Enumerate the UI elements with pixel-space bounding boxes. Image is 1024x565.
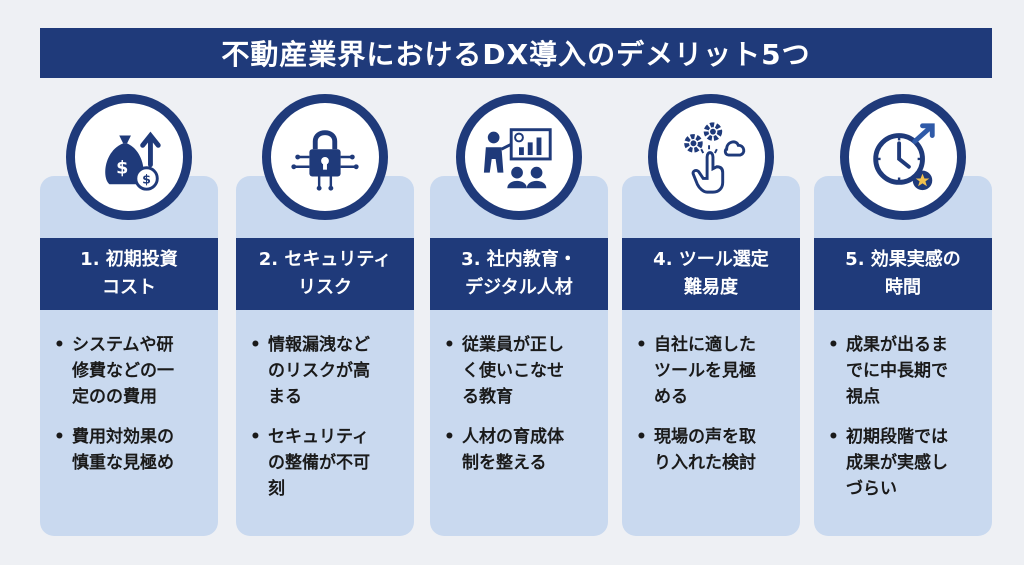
svg-text:$: $ [116,159,128,179]
card-label-line: デジタル人材 [465,277,573,298]
card-2 [236,176,414,536]
list-item: • 初期段階では成果が実感しづらい [828,424,980,502]
page-title: 不動産業界におけるDX導入のデメリット5つ [40,28,992,78]
money-bag-growth-icon: $ $ [66,94,192,220]
security-lock-icon [262,94,388,220]
card-label-line: リスク [298,277,352,298]
list-item: • 現場の声を取り入れた検討 [636,424,788,476]
card-label-2: 2. セキュリティ リスク [236,238,414,310]
card-label-line: コスト [102,277,156,298]
card-bullets-2: • 情報漏洩などのリスクが高まる • セキュリティの整備が不可刻 [236,332,414,516]
clock-growth-icon [840,94,966,220]
card-label-3: 3. 社内教育・ デジタル人材 [430,238,608,310]
card-bullets-1: • システムや研修費などの一定のの費用 • 費用対効果の慎重な見極め [40,332,218,490]
bullet-marker: • [250,427,261,447]
card-label-4: 4. ツール選定 難易度 [622,238,800,310]
card-label-line: 4. ツール選定 [653,249,769,270]
list-item: • 人材の育成体制を整える [444,424,596,476]
list-item: • 費用対効果の慎重な見極め [54,424,206,476]
card-bullets-5: • 成果が出るまでに中長期で視点 • 初期段階では成果が実感しづらい [814,332,992,516]
bullet-marker: • [250,335,261,355]
list-item: • 情報漏洩などのリスクが高まる [250,332,402,410]
card-label-5: 5. 効果実感の 時間 [814,238,992,310]
bullet-marker: • [444,427,455,447]
card-label-line: 1. 初期投資 [80,249,178,270]
card-bullets-4: • 自社に適したツールを見極める • 現場の声を取り入れた検討 [622,332,800,490]
list-item: • 自社に適したツールを見極める [636,332,788,410]
list-item: • 従業員が正しく使いこなせる教育 [444,332,596,410]
card-5 [814,176,992,536]
bullet-marker: • [828,427,839,447]
card-label-line: 時間 [885,277,921,298]
bullet-marker: • [54,427,65,447]
list-item: • システムや研修費などの一定のの費用 [54,332,206,410]
card-1 [40,176,218,536]
list-item: • 成果が出るまでに中長期で視点 [828,332,980,410]
card-4 [622,176,800,536]
bullet-marker: • [54,335,65,355]
list-item: • セキュリティの整備が不可刻 [250,424,402,502]
tool-selection-icon [648,94,774,220]
svg-text:$: $ [142,171,151,186]
card-label-line: 3. 社内教育・ [461,249,577,270]
bullet-marker: • [444,335,455,355]
card-label-line: 2. セキュリティ [258,249,392,270]
bullet-marker: • [828,335,839,355]
card-label-line: 5. 効果実感の [845,249,961,270]
card-bullets-3: • 従業員が正しく使いこなせる教育 • 人材の育成体制を整える [430,332,608,490]
bullet-marker: • [636,335,647,355]
training-presentation-icon [456,94,582,220]
card-label-line: 難易度 [684,277,738,298]
bullet-marker: • [636,427,647,447]
card-3 [430,176,608,536]
card-label-1: 1. 初期投資 コスト [40,238,218,310]
